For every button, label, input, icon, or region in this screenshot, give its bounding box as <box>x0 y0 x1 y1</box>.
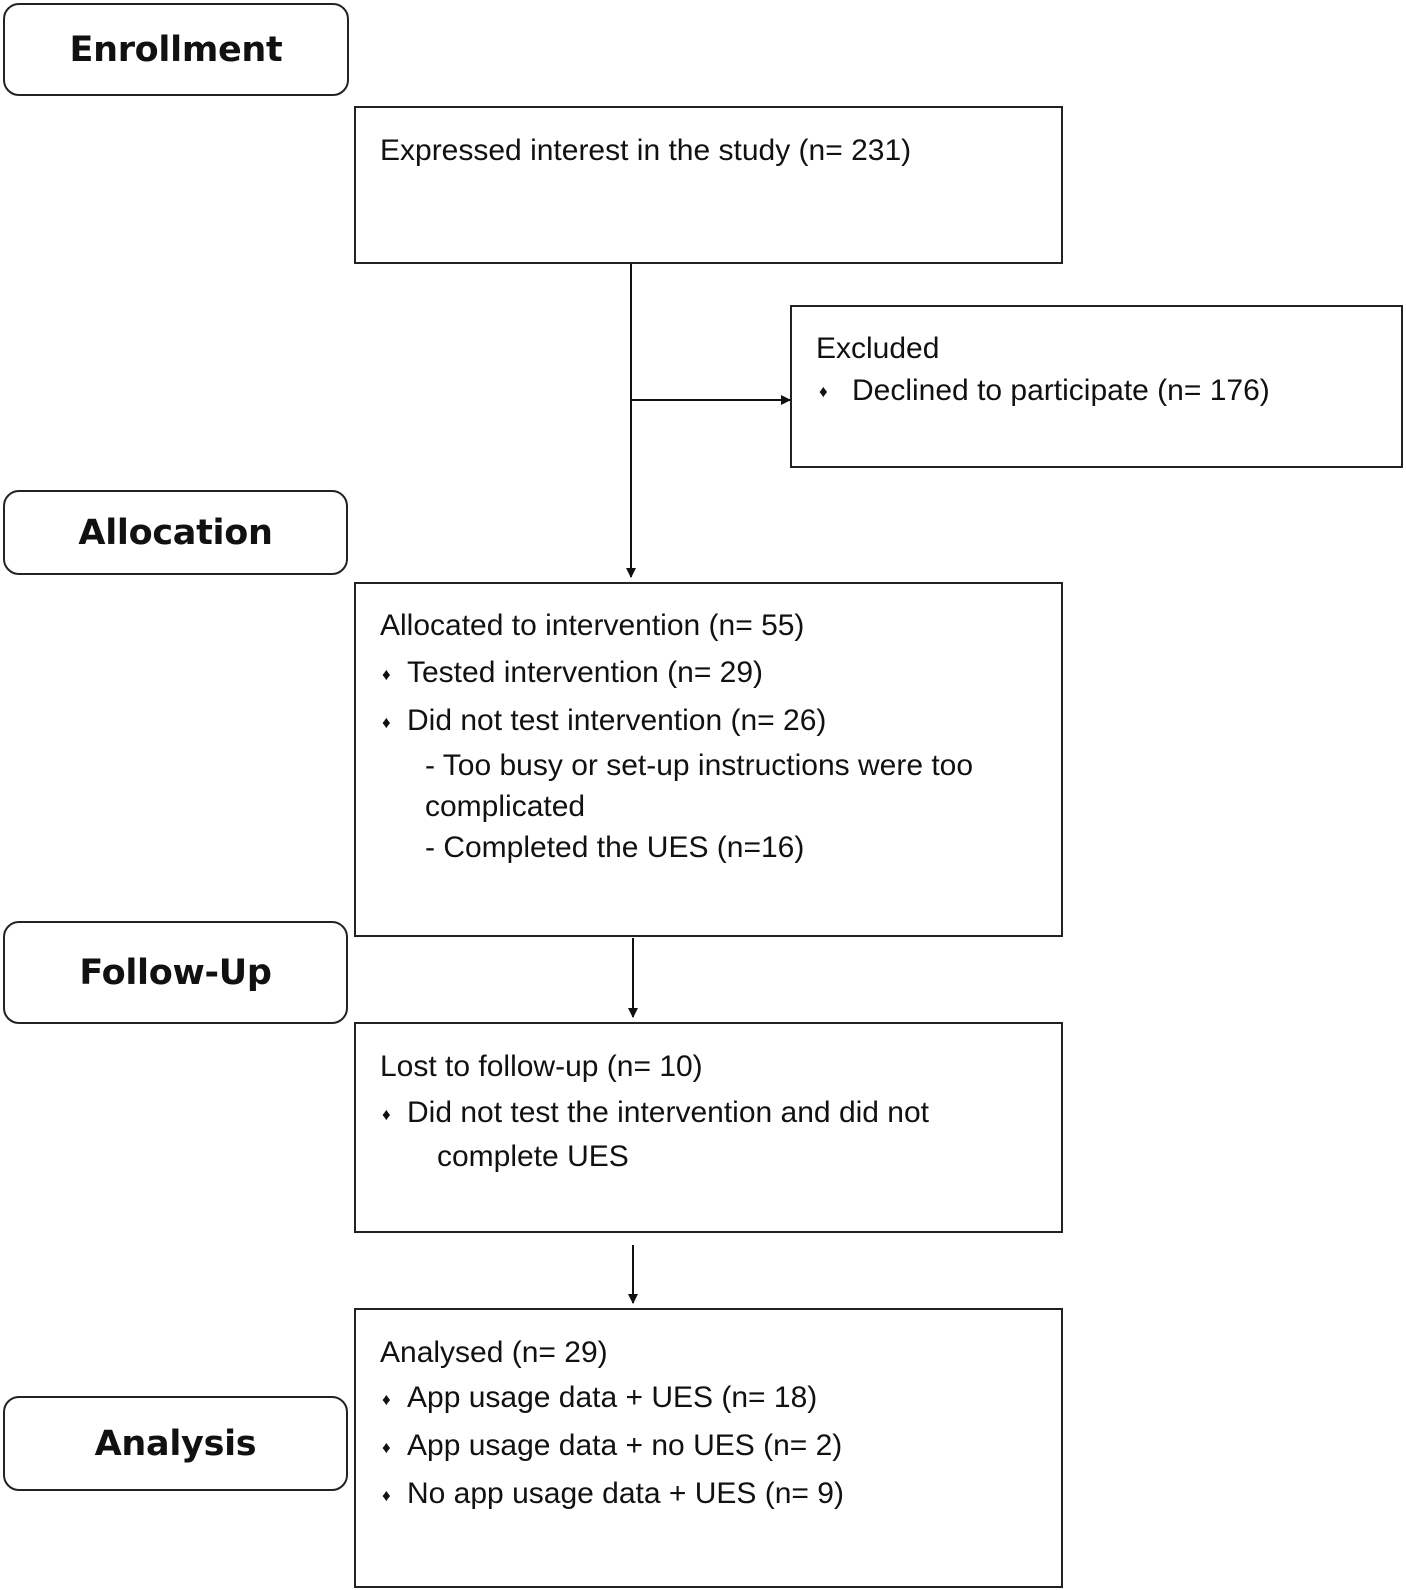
bullet-icon: ♦ <box>819 382 828 401</box>
lost-item: Did not test the intervention and did no… <box>407 1096 930 1129</box>
excluded-item: Declined to participate (n= 176) <box>852 374 1270 407</box>
bullet-icon: ♦ <box>382 665 391 684</box>
analysed-title: Analysed (n= 29) <box>380 1336 608 1369</box>
bullet-icon: ♦ <box>382 1438 391 1457</box>
analysed-item: No app usage data + UES (n= 9) <box>407 1477 844 1510</box>
stage-follow-up: Follow-Up <box>3 921 348 1024</box>
bullet-icon: ♦ <box>382 1390 391 1409</box>
excluded-title: Excluded <box>816 332 940 365</box>
interest-text: Expressed interest in the study (n= 231) <box>380 134 912 167</box>
allocated-subitem: - Too busy or set-up instructions were t… <box>425 749 974 782</box>
analysed-item: App usage data + UES (n= 18) <box>407 1381 818 1414</box>
allocated-title: Allocated to intervention (n= 55) <box>380 609 805 642</box>
stage-allocation: Allocation <box>3 490 348 575</box>
analysed-box: Analysed (n= 29) ♦ App usage data + UES … <box>354 1308 1063 1588</box>
bullet-icon: ♦ <box>382 1486 391 1505</box>
bullet-icon: ♦ <box>382 713 391 732</box>
allocated-box: Allocated to intervention (n= 55) ♦ Test… <box>354 582 1063 937</box>
lost-box: Lost to follow-up (n= 10) ♦ Did not test… <box>354 1022 1063 1233</box>
stage-enrollment: Enrollment <box>3 3 349 96</box>
allocated-item: Did not test intervention (n= 26) <box>407 704 827 737</box>
bullet-icon: ♦ <box>382 1105 391 1124</box>
allocated-subitem: - Completed the UES (n=16) <box>425 831 805 864</box>
excluded-box: Excluded ♦ Declined to participate (n= 1… <box>790 305 1403 468</box>
lost-item: complete UES <box>437 1140 629 1173</box>
analysed-item: App usage data + no UES (n= 2) <box>407 1429 843 1462</box>
interest-box: Expressed interest in the study (n= 231) <box>354 106 1063 264</box>
allocated-subitem: complicated <box>425 790 586 823</box>
allocated-item: Tested intervention (n= 29) <box>407 656 764 689</box>
stage-analysis: Analysis <box>3 1396 348 1491</box>
lost-title: Lost to follow-up (n= 10) <box>380 1050 703 1083</box>
